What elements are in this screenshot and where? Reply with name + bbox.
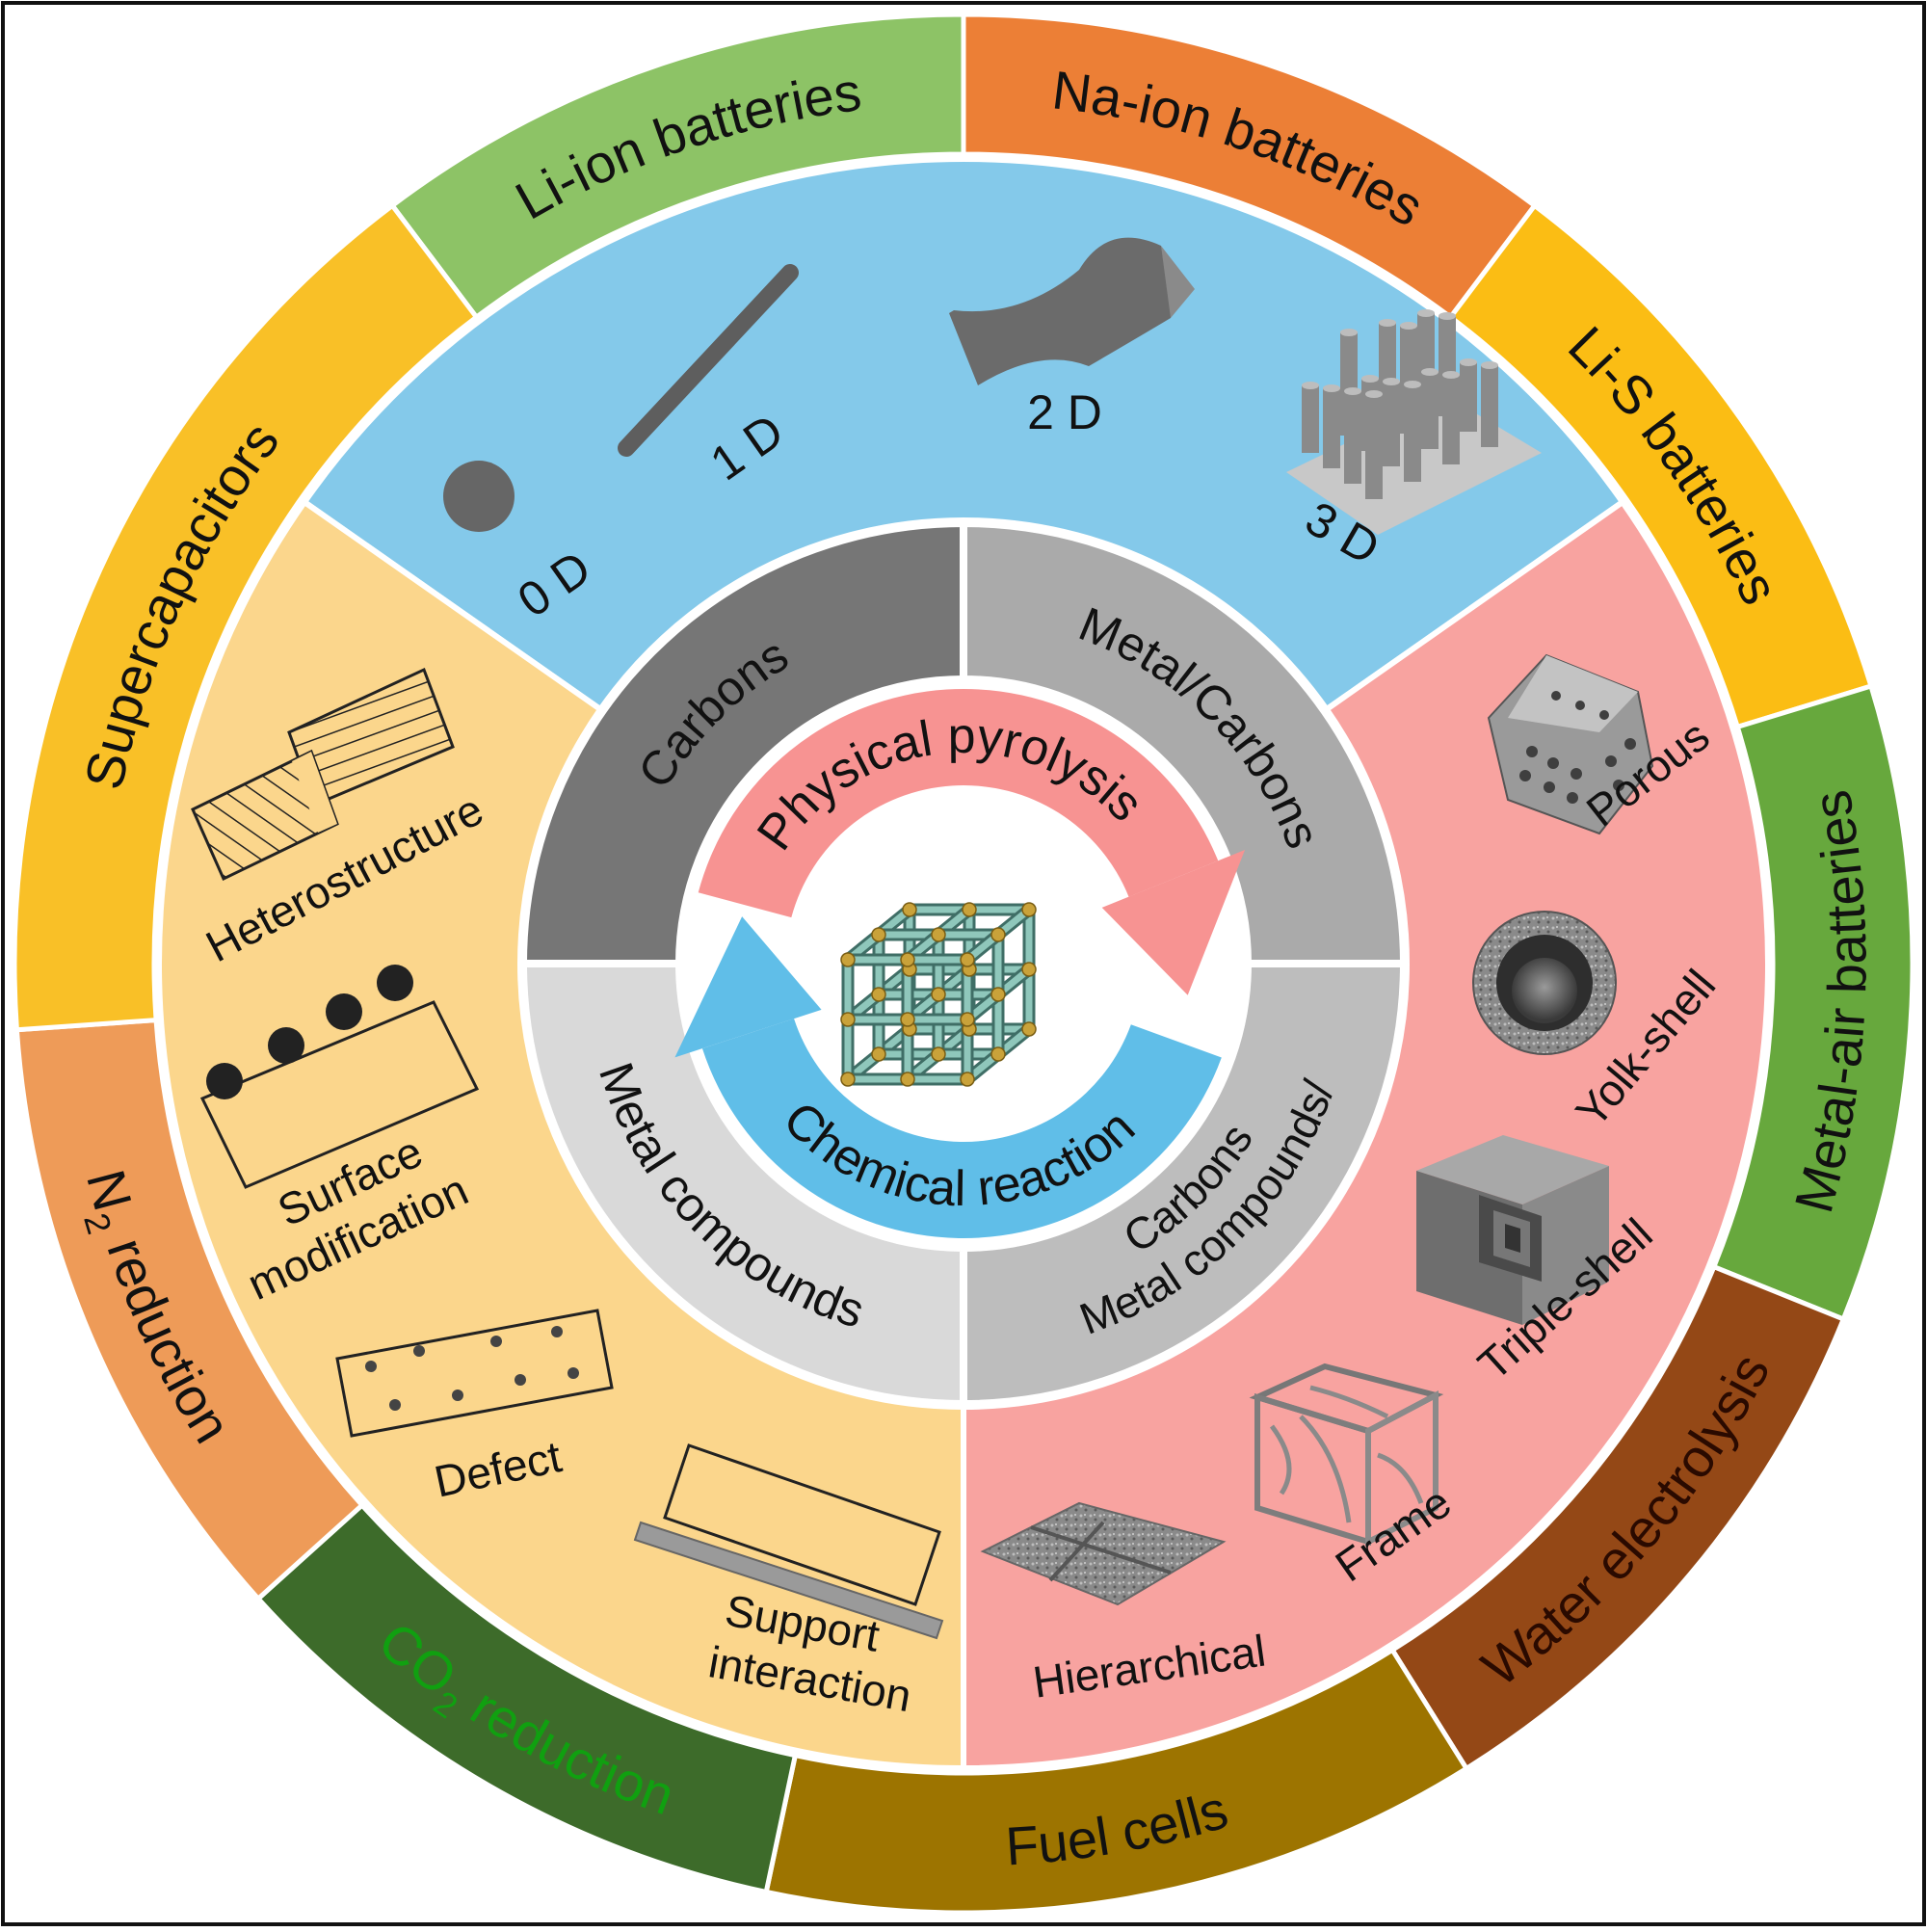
- material-ring: [518, 518, 1409, 1409]
- sheet-icon: [949, 237, 1195, 385]
- hierarchical-sheet-icon: [980, 1501, 1227, 1606]
- pillar-array-icon: [1286, 309, 1542, 535]
- support-interaction-icon: [633, 1443, 944, 1640]
- porous-polyhedron-icon: [1487, 653, 1654, 835]
- mof-framework-icon: [840, 902, 1037, 1087]
- chemical-reaction-arrow: [701, 1019, 1222, 1238]
- material-quadrant-1: [960, 518, 1409, 967]
- pyrolysis-arrow: [698, 688, 1219, 918]
- material-quadrant-3: [518, 960, 967, 1409]
- surface-particles-icon: [199, 965, 480, 1189]
- rod-icon: [618, 264, 799, 457]
- yolk-shell-icon: [1472, 911, 1617, 1055]
- dimension-label: 2 D: [1027, 385, 1102, 439]
- frame-cube-icon: [1249, 1363, 1444, 1547]
- triple-shell-cube-icon: [1416, 1135, 1609, 1325]
- heterostructure-icon: [191, 667, 455, 882]
- defect-icon: [335, 1309, 614, 1438]
- sphere-icon: [443, 461, 515, 532]
- structure-icons: [191, 237, 1654, 1640]
- material-quadrant-2: [960, 960, 1409, 1409]
- ring-segment-8: [12, 201, 480, 1033]
- material-quadrant-0: [518, 518, 967, 967]
